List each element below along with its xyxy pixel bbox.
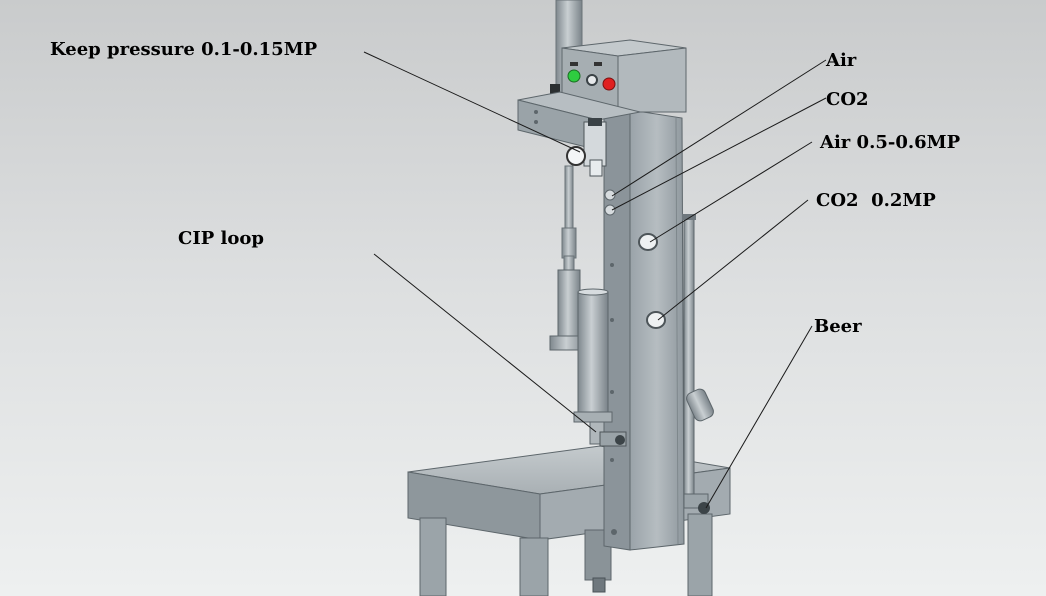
- leader-lines: [363, 51, 827, 509]
- bolt: [534, 120, 538, 124]
- pressure-regulator: [566, 118, 607, 177]
- bolt: [611, 529, 617, 535]
- port-co2: [604, 204, 616, 216]
- start-button[interactable]: [567, 69, 581, 83]
- stop-button[interactable]: [602, 77, 616, 91]
- indicator-slot: [570, 62, 578, 66]
- indicator-slot: [594, 62, 602, 66]
- filling-head-body: [557, 269, 581, 337]
- rod-coupling: [561, 227, 577, 259]
- table-leg-back-right: [687, 513, 713, 596]
- table-leg-front-right: [519, 537, 549, 596]
- leader-co2: [611, 97, 827, 211]
- bolt: [610, 318, 614, 322]
- leader-cip-loop: [373, 253, 597, 433]
- bolt: [610, 458, 614, 462]
- cip-cylinder-body: [577, 291, 609, 417]
- label-air: Air: [826, 50, 857, 71]
- control-box-side: [617, 47, 687, 113]
- port-co2-main: [646, 311, 666, 329]
- beer-line: [682, 214, 714, 514]
- cip-cylinder: [573, 288, 627, 447]
- handle: [550, 84, 560, 96]
- label-co2: CO2: [826, 89, 869, 110]
- label-air-pressure: Air 0.5-0.6MP: [820, 132, 961, 153]
- selector-switch[interactable]: [586, 74, 598, 86]
- pressure-gauge-icon: [566, 146, 586, 166]
- cip-valve-handle[interactable]: [615, 435, 625, 445]
- regulator-bowl: [589, 159, 603, 177]
- beer-pipe: [683, 217, 695, 505]
- port-air-main: [638, 233, 658, 251]
- column-front-face: [629, 109, 685, 551]
- label-beer: Beer: [814, 316, 862, 337]
- label-cip-loop: CIP loop: [178, 228, 264, 249]
- piston-rod: [564, 165, 574, 231]
- port-air: [604, 189, 616, 201]
- regulator-knob[interactable]: [588, 118, 602, 126]
- beer-inlet-fitting: [698, 502, 710, 514]
- cip-cylinder-top: [577, 288, 609, 296]
- label-keep-pressure: Keep pressure 0.1-0.15MP: [50, 39, 318, 60]
- label-co2-pressure: CO2 0.2MP: [816, 190, 936, 211]
- beer-pipe-cap: [682, 214, 696, 220]
- leader-beer: [705, 325, 813, 509]
- leader-co2-pressure: [657, 199, 809, 321]
- regulator-bracket: [517, 91, 641, 151]
- leader-air: [611, 59, 827, 197]
- regulator-body: [583, 121, 607, 167]
- bolt: [534, 110, 538, 114]
- leader-air-pressure: [649, 141, 813, 243]
- drain-nut: [592, 577, 606, 593]
- bolt: [610, 263, 614, 267]
- sight-valve: [686, 388, 714, 422]
- bolt: [610, 390, 614, 394]
- column-edge: [675, 117, 679, 545]
- table-leg-front-left: [419, 517, 447, 596]
- cip-clamp: [573, 411, 613, 423]
- leader-keep-pressure: [363, 51, 581, 153]
